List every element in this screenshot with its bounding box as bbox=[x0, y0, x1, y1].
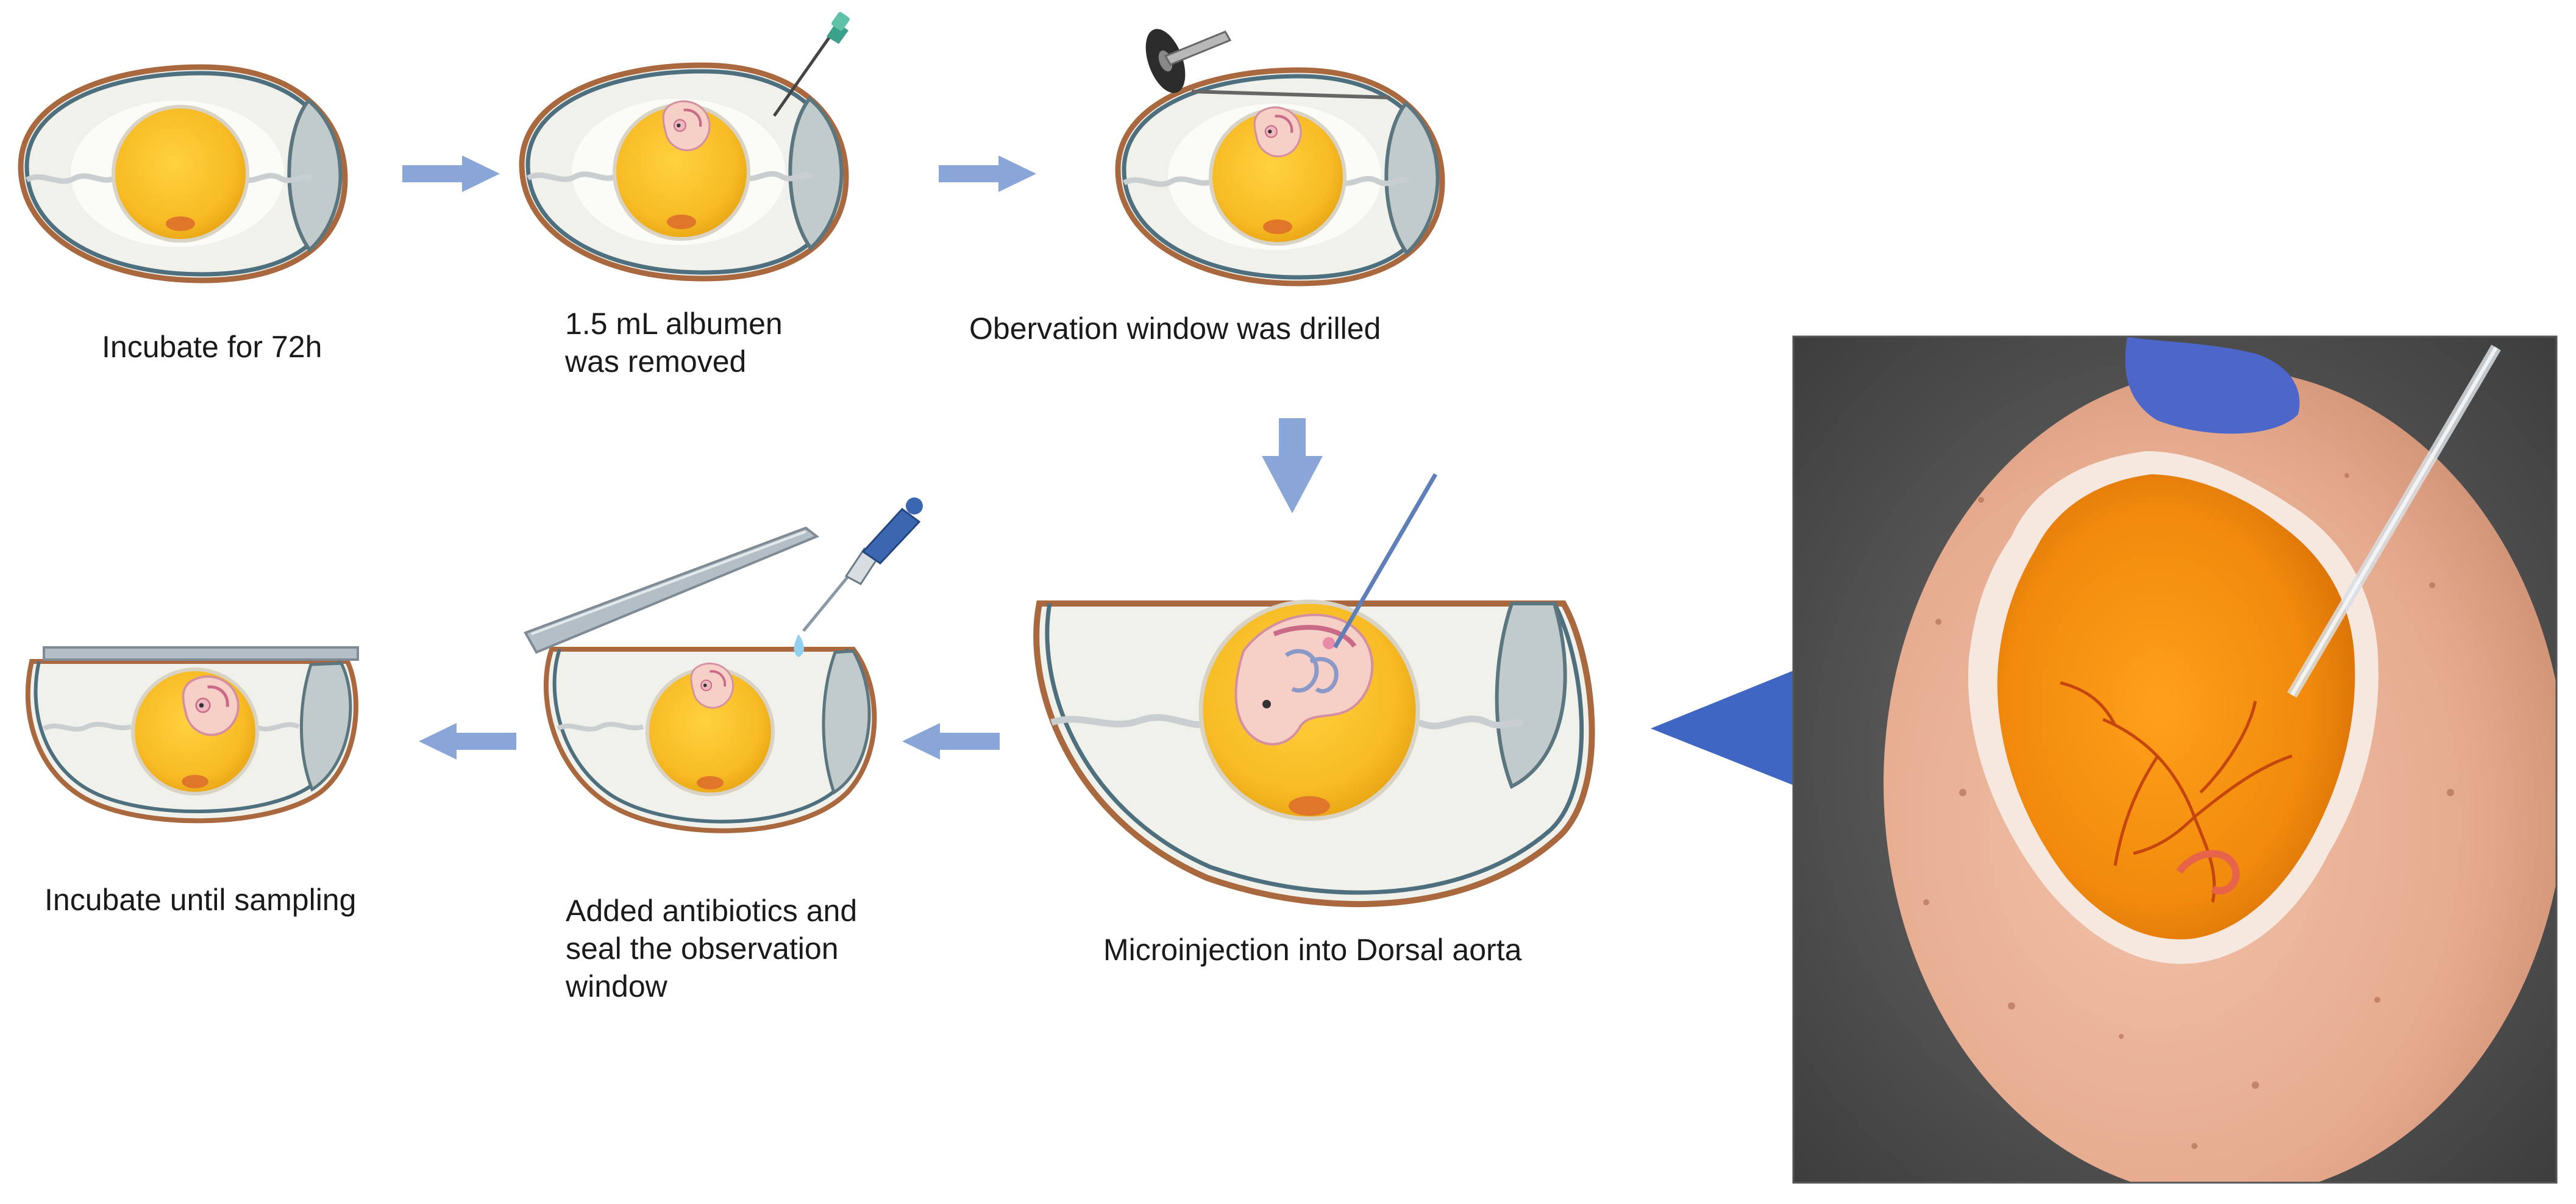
photo-pointer bbox=[1651, 671, 1793, 785]
shell-speckles bbox=[1923, 473, 2454, 1149]
glove bbox=[2125, 337, 2300, 434]
step-sampling-egg bbox=[25, 646, 359, 824]
arrow-step2-to-step3 bbox=[939, 155, 1036, 192]
syringe-needle-icon bbox=[772, 12, 850, 117]
arrow-step1-to-step2 bbox=[402, 155, 500, 192]
embryo-photo bbox=[2176, 850, 2240, 895]
arrow-step5-to-step6 bbox=[419, 723, 516, 760]
caption-albumen: 1.5 mL albumen was removed bbox=[565, 307, 783, 379]
caption-sampling: Incubate until sampling bbox=[44, 883, 357, 917]
arrow-step4-to-step5 bbox=[902, 723, 1000, 760]
step-seal-egg bbox=[524, 497, 923, 833]
sealed-glass-slide-icon bbox=[43, 646, 359, 661]
blood-vessels bbox=[2060, 681, 2293, 903]
pipette-icon bbox=[794, 497, 923, 657]
step-microinjection-egg bbox=[1033, 473, 1595, 907]
caption-incubate: Incubate for 72h bbox=[102, 330, 322, 364]
glass-slide-icon bbox=[524, 526, 819, 654]
step-albumen-egg bbox=[522, 12, 850, 279]
arrow-step3-to-step4 bbox=[1262, 418, 1323, 513]
caption-drill: Obervation window was drilled bbox=[969, 312, 1381, 346]
caption-microinjection: Microinjection into Dorsal aorta bbox=[1103, 933, 1522, 967]
embryo-large bbox=[1234, 613, 1374, 746]
egg-photo bbox=[1793, 337, 2556, 1183]
photo-frame bbox=[1792, 335, 2558, 1184]
step-incubate-egg bbox=[21, 67, 345, 280]
caption-seal: Added antibiotics and seal the observati… bbox=[566, 894, 858, 1003]
injection-needle-icon bbox=[1332, 473, 1438, 649]
yolk-window bbox=[1997, 474, 2355, 939]
step-drill-egg bbox=[1118, 29, 1442, 283]
drill-icon bbox=[1145, 29, 1232, 93]
